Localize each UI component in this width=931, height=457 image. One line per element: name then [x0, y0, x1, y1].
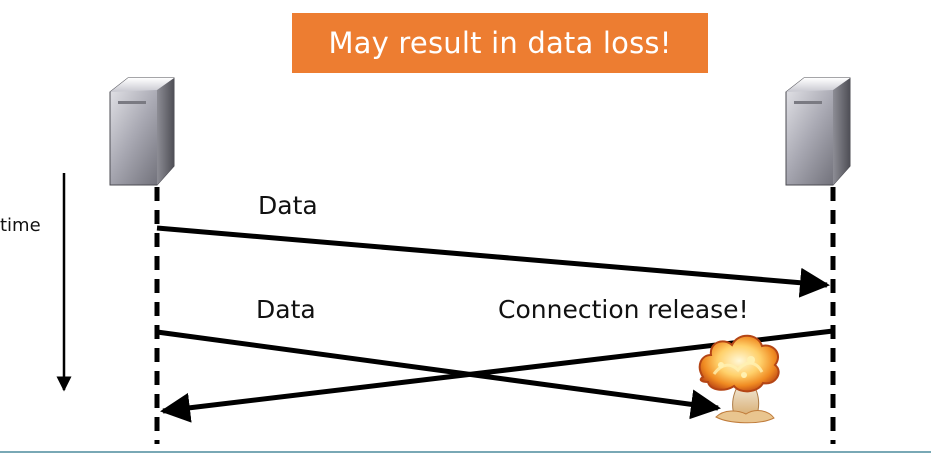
left-server-icon	[109, 77, 175, 186]
footer-divider	[0, 451, 931, 453]
first-data-arrow	[156, 225, 830, 298]
data-loss-banner: May result in data loss!	[292, 13, 708, 73]
first-data-label: Data	[258, 191, 318, 220]
time-label: time	[0, 215, 41, 236]
second-data-label: Data	[256, 295, 316, 324]
second-data-arrow	[156, 329, 721, 420]
right-server-icon	[785, 77, 851, 186]
explosion-icon	[698, 334, 780, 424]
connection-release-label: Connection release!	[498, 295, 749, 324]
